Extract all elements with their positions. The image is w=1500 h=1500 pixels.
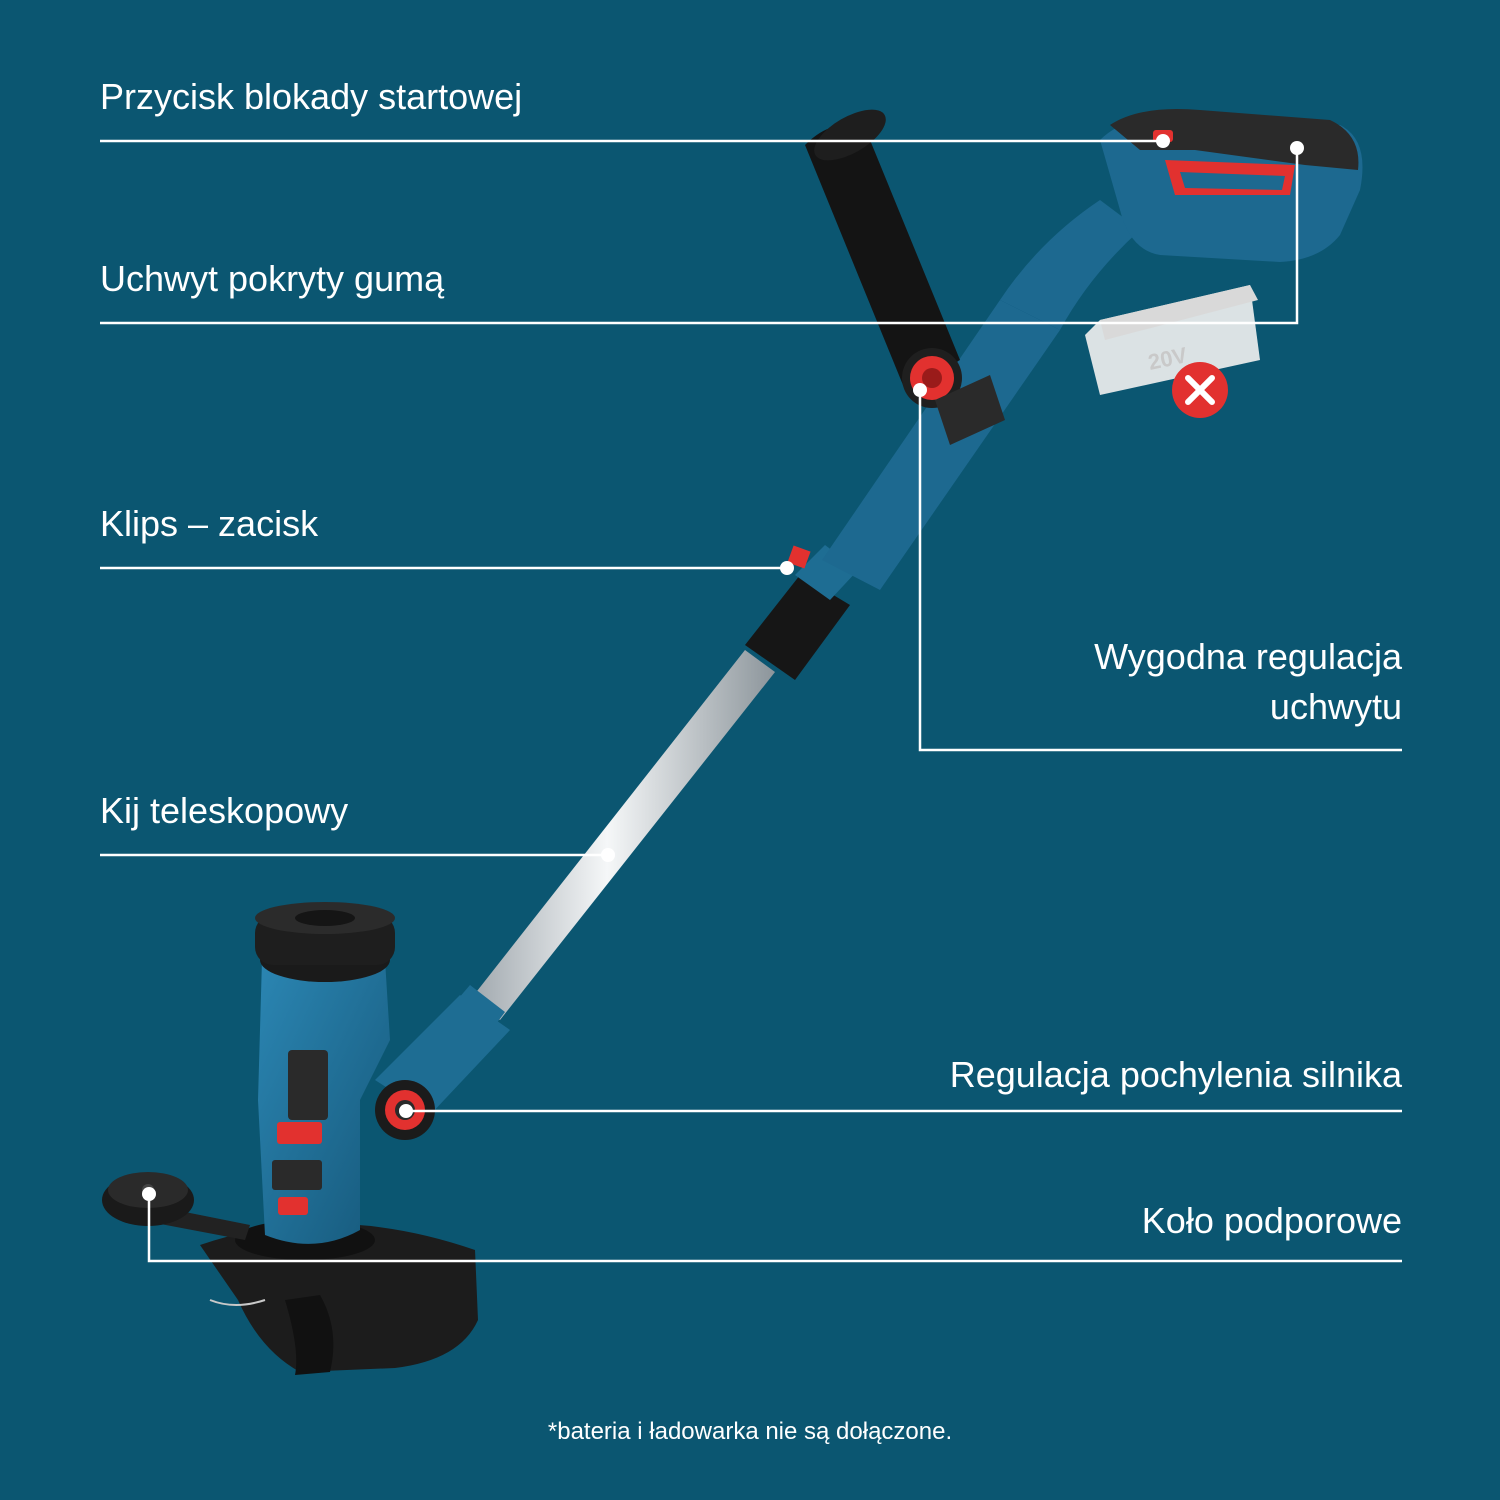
label-telescopic-pole: Kij teleskopowy — [100, 790, 349, 831]
label-handle-adjust: Wygodna regulacja uchwytu — [902, 632, 1402, 732]
label-handle-adjust-line1: Wygodna regulacja — [1094, 636, 1402, 677]
trimmer-guard — [200, 1220, 478, 1375]
label-clip: Klips – zacisk — [100, 503, 319, 544]
support-wheel-drawing — [102, 1172, 250, 1240]
label-motor-tilt: Regulacja pochylenia silnika — [949, 1054, 1402, 1095]
label-handle-adjust-line2: uchwytu — [1269, 686, 1402, 727]
battery-pack: 20V — [1085, 285, 1260, 395]
label-rubber-handle: Uchwyt pokryty gumą — [100, 258, 445, 299]
callout-dot-motor-tilt — [399, 1104, 413, 1118]
callout-dot-rubber-handle — [1290, 141, 1304, 155]
callout-lines — [100, 139, 1402, 1263]
upper-shaft — [822, 200, 1140, 590]
callout-dot-handle-adjust — [913, 383, 927, 397]
battery-not-included-icon — [1172, 362, 1228, 418]
callout-line-support-wheel — [147, 1194, 1402, 1263]
callout-dot-telescopic-pole — [601, 848, 615, 862]
label-support-wheel: Koło podporowe — [1141, 1200, 1402, 1241]
footnote: *bateria i ładowarka nie są dołączone. — [547, 1418, 953, 1445]
callout-dots — [142, 134, 1304, 1201]
callout-line-rubber-handle — [100, 148, 1299, 325]
main-handle — [1100, 109, 1363, 263]
auxiliary-handle — [805, 109, 1005, 445]
motor-housing — [255, 902, 395, 1244]
callout-dot-clip — [780, 561, 794, 575]
label-lock-button: Przycisk blokady startowej — [100, 76, 523, 117]
callout-line-handle-adjust — [918, 390, 1402, 752]
callout-dot-support-wheel — [142, 1187, 156, 1201]
telescopic-pole — [440, 545, 858, 1048]
callout-dot-lock-button — [1156, 134, 1170, 148]
